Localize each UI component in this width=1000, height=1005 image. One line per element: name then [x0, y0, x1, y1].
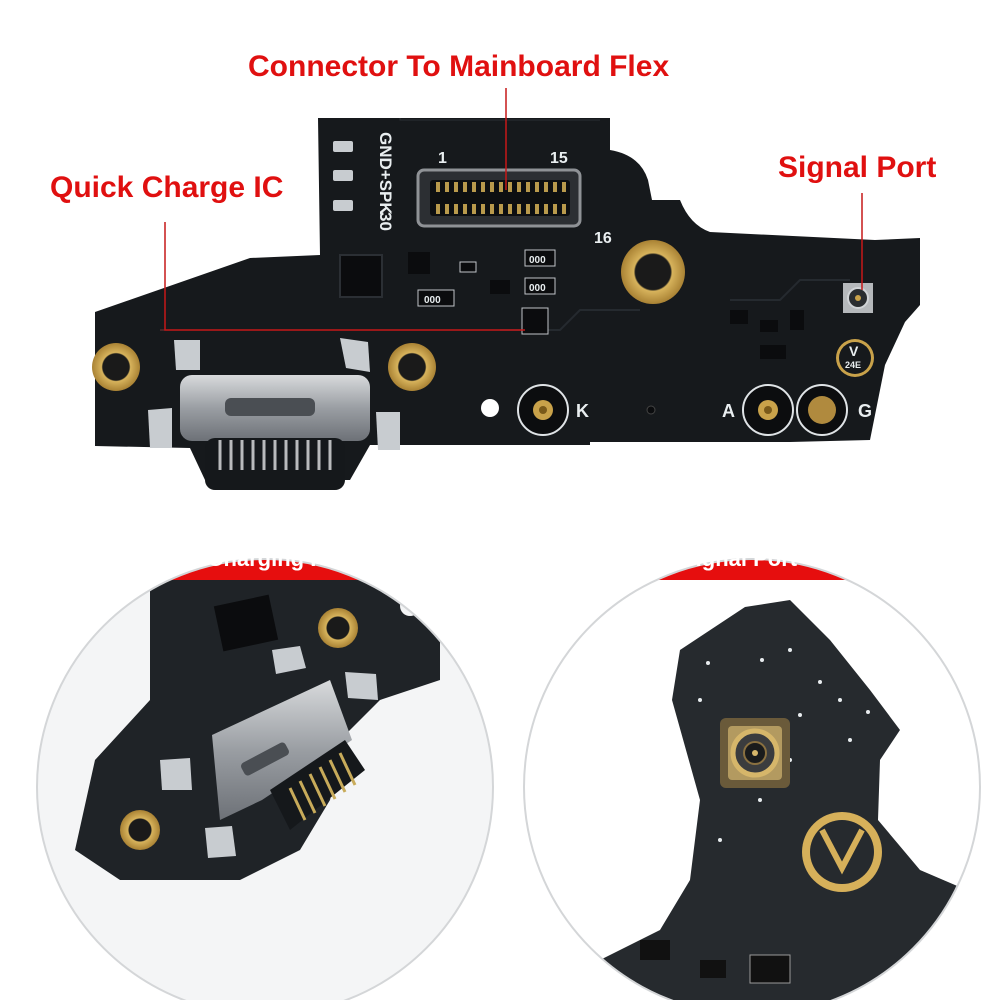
silk-pad-k: K	[576, 401, 589, 421]
callout-quick-charge-label: Quick Charge IC	[50, 171, 284, 204]
logo-code: 24E	[845, 360, 861, 370]
logo-v: V	[849, 343, 859, 359]
smd-pads-left	[333, 141, 353, 211]
gold-mounting-holes	[92, 240, 685, 417]
silk-pin-16: 16	[594, 230, 612, 247]
signal-port-detail-view	[523, 558, 981, 1005]
quick-charge-ic	[339, 254, 549, 335]
silk-pin-15: 15	[550, 150, 568, 167]
signal-detail-title: Signal Port	[681, 546, 798, 571]
silk-spk-number: 30	[376, 212, 395, 231]
silk-pin-1: 1	[438, 150, 447, 167]
signal-port-connector	[843, 283, 873, 313]
usb-port-detail-view	[36, 558, 494, 1005]
callout-lines	[164, 88, 863, 331]
resistor-code-2: 000	[529, 283, 546, 294]
callout-connector-label: Connector To Mainboard Flex	[248, 50, 670, 83]
spring-contact-pads	[517, 384, 848, 436]
silk-pad-a: A	[722, 401, 735, 421]
callout-signal-port-label: Signal Port	[778, 151, 937, 184]
usb-detail-title: USB Charging Port	[155, 546, 355, 571]
manufacturer-logo: V 24E	[836, 339, 874, 377]
usb-c-port	[180, 375, 370, 490]
silk-gnd-spk: GND+SPK	[376, 132, 395, 215]
silk-pad-g: G	[858, 401, 872, 421]
usb-shield-tabs	[148, 338, 400, 450]
mainboard-flex-connector	[416, 168, 582, 228]
resistor-code-1: 000	[529, 255, 546, 266]
smd-components	[408, 249, 804, 359]
resistor-code-3: 000	[424, 295, 441, 306]
